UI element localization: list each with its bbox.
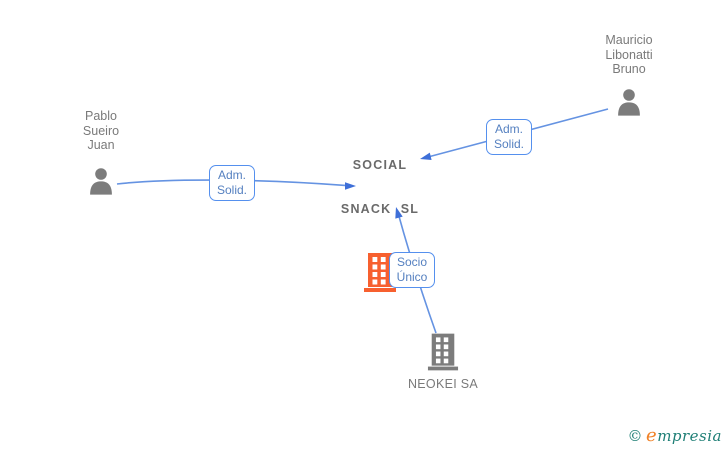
node-label: Mauricio Libonatti Bruno bbox=[605, 33, 652, 77]
node-label: Pablo Sueiro Juan bbox=[83, 109, 119, 153]
copyright-symbol: © bbox=[627, 427, 644, 445]
edge-label-adm-solid-pablo[interactable]: Adm. Solid. bbox=[209, 165, 255, 201]
building-icon bbox=[427, 333, 459, 371]
node-label-line: Bruno bbox=[612, 62, 646, 76]
arrowhead-icon bbox=[420, 152, 432, 160]
node-label-line: SNACK SL bbox=[340, 201, 420, 216]
node-label-line: Pablo bbox=[85, 109, 117, 123]
node-label-line: Mauricio bbox=[605, 33, 653, 47]
node-company-neokei-sa[interactable]: NEOKEI SA bbox=[393, 333, 493, 392]
node-label: NEOKEI SA bbox=[408, 377, 478, 392]
node-label-line: NEOKEI SA bbox=[407, 377, 479, 391]
node-company-social-snack-sl[interactable]: SOCIAL SNACK SL bbox=[330, 129, 430, 292]
edge-label-socio-unico[interactable]: Socio Único bbox=[389, 252, 435, 288]
arrowhead-icon bbox=[395, 207, 403, 219]
node-label-line: Juan bbox=[87, 138, 115, 152]
brand-initial: e bbox=[646, 425, 658, 446]
edge-label-line: Socio bbox=[396, 255, 428, 269]
node-label-line: Libonatti bbox=[605, 47, 653, 62]
person-icon bbox=[618, 88, 640, 116]
node-label-line: Sueiro bbox=[82, 123, 120, 138]
edge-label-line: Adm. bbox=[494, 122, 523, 136]
edge-label-line: Adm. bbox=[217, 168, 246, 182]
arrowhead-icon bbox=[345, 182, 356, 190]
edge-label-line: Solid. bbox=[216, 183, 248, 197]
edge-label-adm-solid-mauricio[interactable]: Adm. Solid. bbox=[486, 119, 532, 155]
empresia-watermark: ©empresia bbox=[628, 425, 722, 446]
node-label-line: SOCIAL bbox=[352, 158, 408, 172]
node-person-mauricio-libonatti-bruno[interactable]: Mauricio Libonatti Bruno bbox=[579, 33, 679, 118]
brand-name: mpresia bbox=[657, 427, 722, 445]
edge-label-line: Solid. bbox=[493, 137, 525, 151]
node-label: SOCIAL SNACK SL bbox=[341, 129, 419, 245]
building-icon bbox=[364, 253, 396, 292]
person-icon bbox=[90, 167, 112, 195]
edge-label-line: Único bbox=[396, 270, 428, 284]
node-person-pablo-sueiro-juan[interactable]: Pablo Sueiro Juan bbox=[51, 109, 151, 197]
